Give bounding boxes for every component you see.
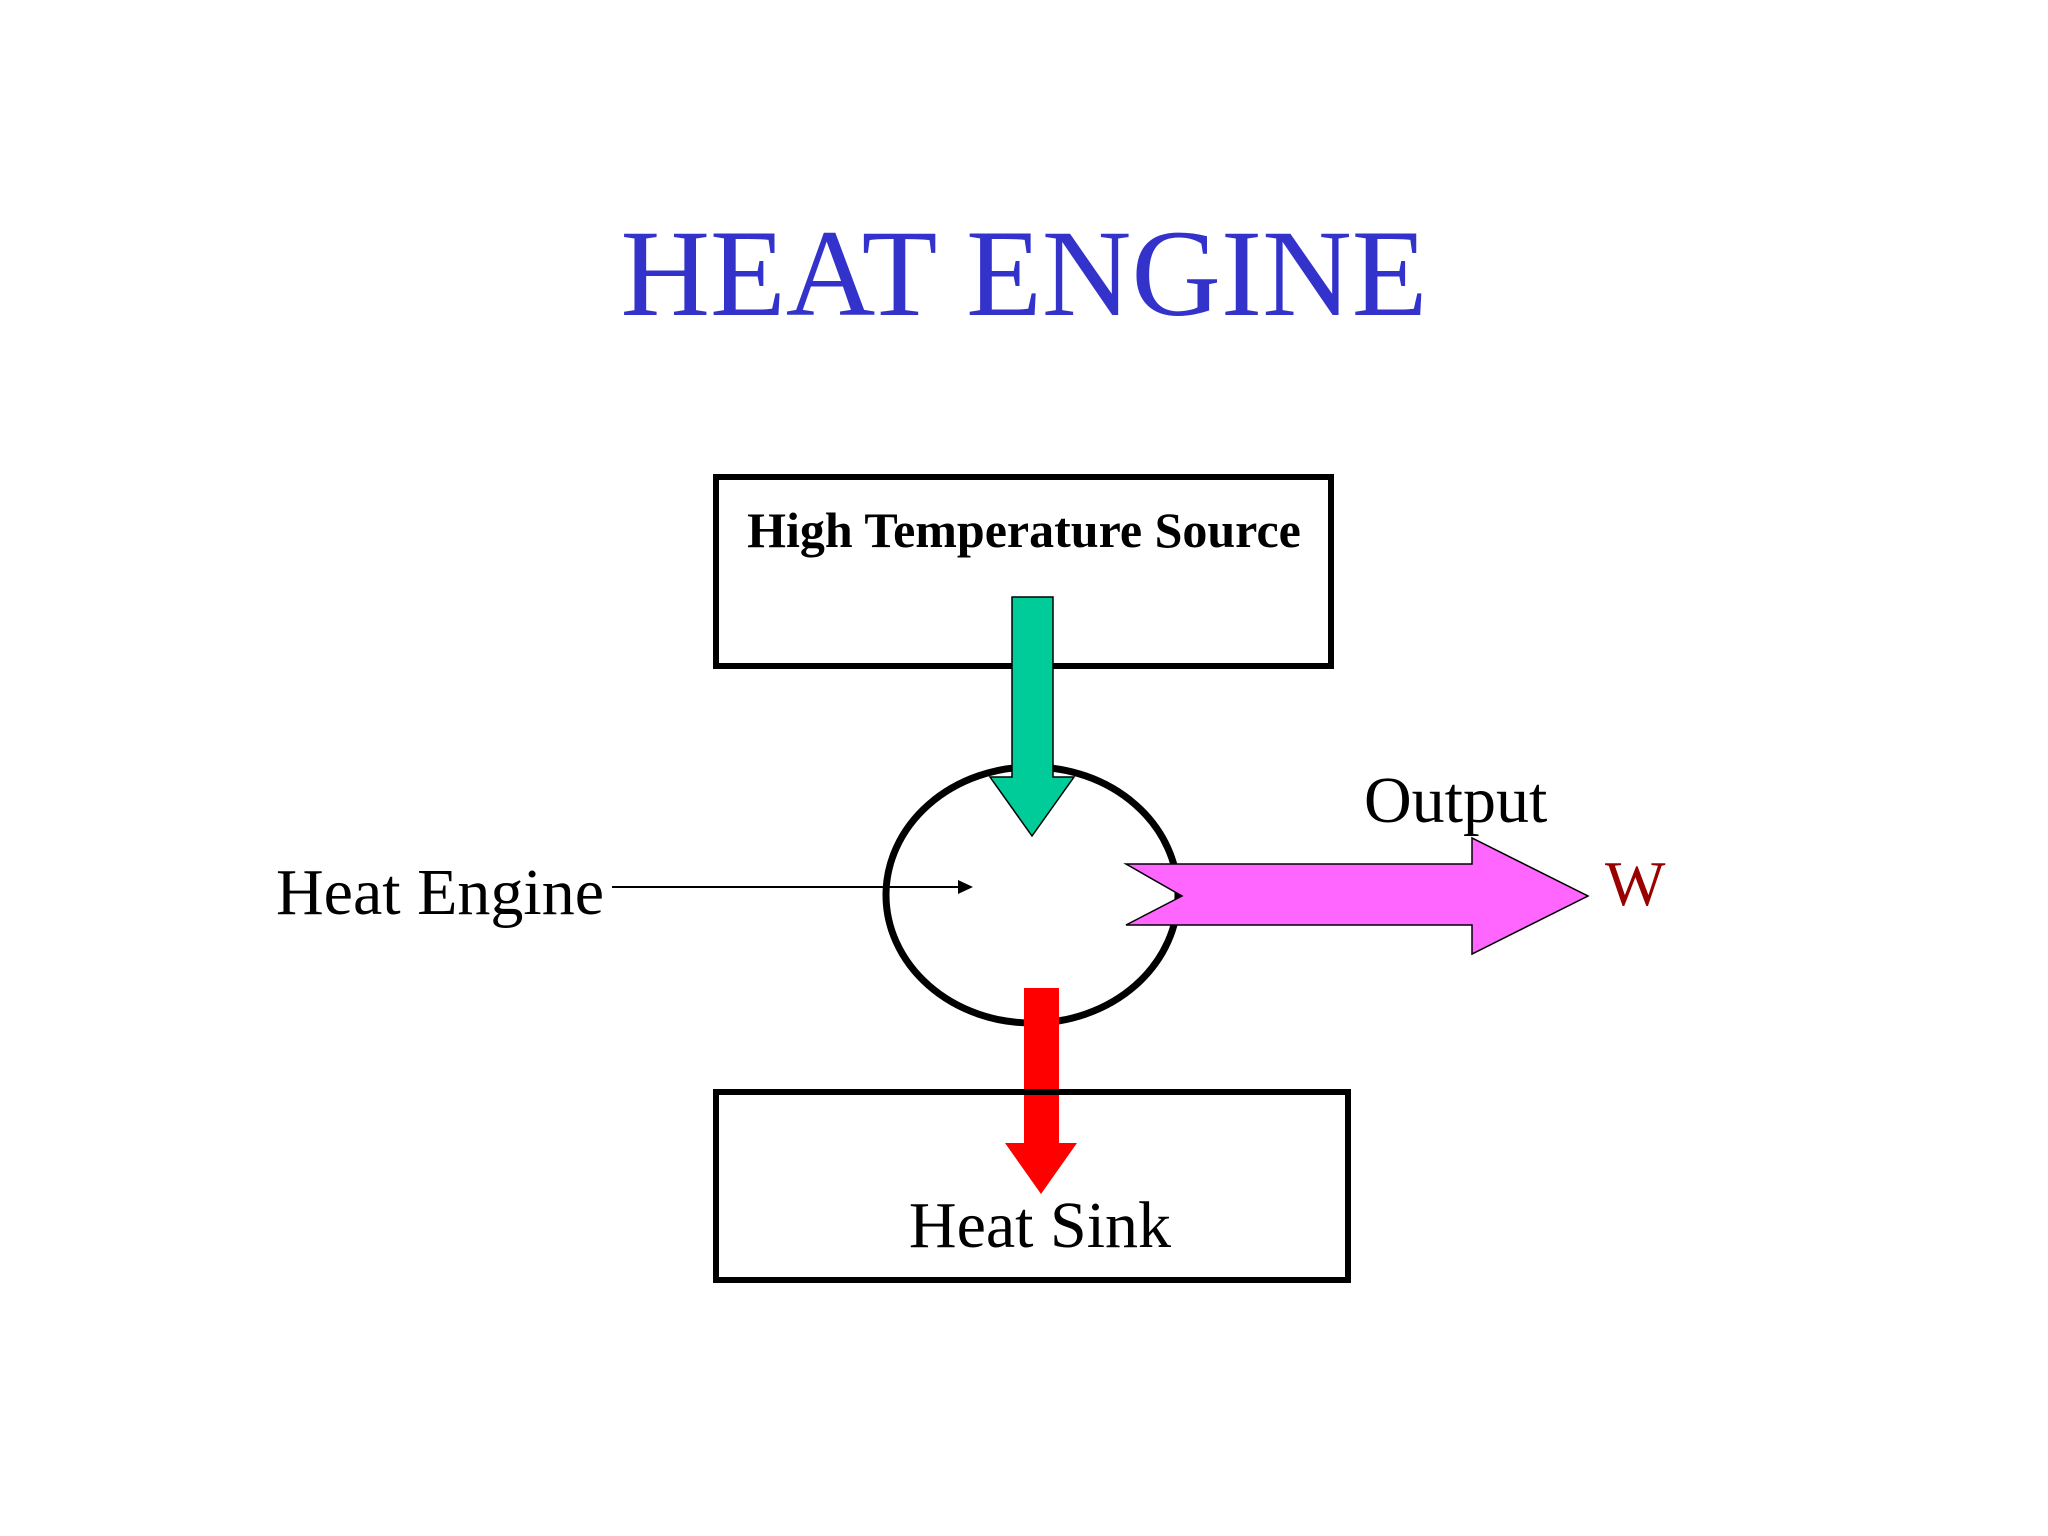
output-label: Output [1364,764,1547,837]
work-label: W [1605,848,1666,919]
heat-engine-label: Heat Engine [276,856,604,929]
heat-in-arrow-icon [988,596,1076,838]
heat-sink-box [713,1089,1351,1283]
page-title: HEAT ENGINE [620,205,1427,342]
high-temperature-source-label: High Temperature Source [747,502,1301,558]
heat-sink-label: Heat Sink [909,1189,1171,1262]
pointer-arrowhead-icon [958,880,973,894]
work-output-arrow-icon [1123,836,1590,956]
